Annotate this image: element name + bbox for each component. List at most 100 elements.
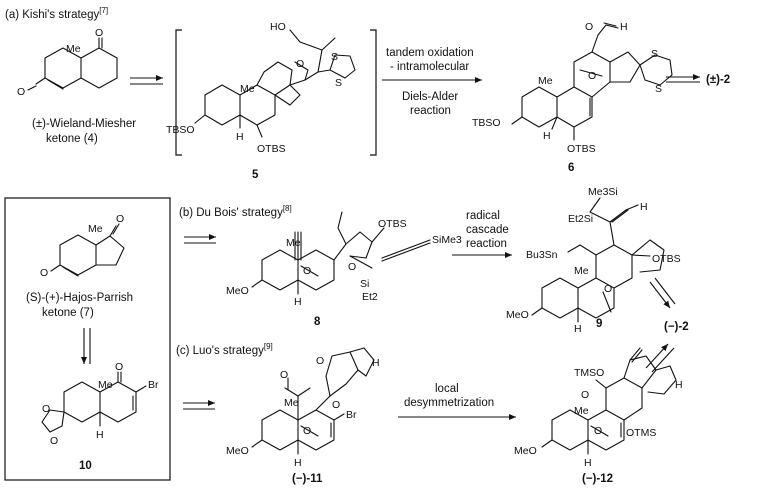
c4-me-label: Me — [66, 43, 81, 55]
compound-11-label: (−)-11 — [292, 473, 323, 485]
c10-me-label: Me — [98, 379, 113, 391]
bracket-5 — [175, 29, 377, 156]
c6-h-label: H — [543, 130, 551, 142]
c5-h-label: H — [236, 131, 244, 143]
c12-h2-label: H — [584, 457, 592, 469]
starting-material-box — [4, 197, 171, 481]
compound-7-name-line2: ketone (7) — [42, 307, 94, 319]
c12-bridge-o: O — [594, 425, 602, 437]
c10-ketal-o2: O — [50, 435, 58, 447]
compound-10-structure: Me O Br O O H — [41, 361, 159, 447]
arrow-6-to-2 — [666, 74, 700, 83]
c8-et2-label: Et2 — [362, 291, 378, 303]
arrow-12-to-2 — [645, 343, 675, 373]
arrow-a2-line2: - intramolecular — [390, 61, 469, 73]
c6-s1: S — [651, 48, 658, 60]
arrow-10-to-11 — [183, 400, 215, 410]
arrow-b2-line3: reaction — [466, 238, 507, 250]
c4-ketone-o: O — [95, 27, 103, 39]
c6-tbso-label: TBSO — [472, 117, 501, 129]
compound-9-label: 9 — [596, 318, 602, 330]
c8-h-label: H — [294, 296, 302, 308]
c6-otbs-label: OTBS — [567, 143, 596, 155]
section-c-label: (c) Luo's strategy[9] — [176, 342, 273, 357]
compound-5-label: 5 — [252, 169, 259, 181]
compound-8-structure: OTBS SiMe3 Si Et2 O Me O MeO H — [226, 211, 462, 308]
target-enantiopure-2: (−)-2 — [664, 321, 689, 333]
c5-otbs-label: OTBS — [257, 143, 286, 155]
c10-ketone-o: O — [115, 361, 123, 373]
arrow-7-to-8 — [184, 234, 216, 244]
c6-s2: S — [655, 83, 662, 95]
c6-aldehyde-h: H — [620, 21, 628, 33]
arrow-b2-line2: cascade — [466, 224, 509, 236]
c11-h-label: H — [372, 357, 380, 369]
c9-bridge-o: O — [604, 283, 612, 295]
c9-me-label: Me — [574, 265, 589, 277]
c5-ho-label: HO — [270, 21, 286, 33]
compound-5-structure: HO O S S Me TBSO H OTBS — [166, 21, 356, 155]
arrow-4-to-5 — [130, 75, 163, 85]
c8-meo-label: MeO — [226, 285, 249, 297]
section-b-label: (b) Du Bois' strategy[8] — [179, 204, 292, 219]
c8-bridge-o: O — [303, 265, 311, 277]
c8-otbs-label: OTBS — [378, 218, 407, 230]
c6-aldehyde-o: O — [585, 21, 593, 33]
c5-furan-o: O — [296, 58, 304, 70]
compound-9-structure: Me3Si H Et2Si OTBS Bu3Sn Me O MeO H — [506, 186, 681, 335]
compound-4-name-line2: ketone (4) — [46, 133, 98, 145]
c11-bridge-o: O — [303, 425, 311, 437]
c9-et2si-label: Et2Si — [568, 213, 593, 225]
target-racemic-2: (±)-2 — [706, 74, 730, 86]
arrow-c2-line2: desymmetrization — [404, 397, 494, 409]
arrow-a2-line3: Diels-Alder — [402, 91, 458, 103]
c10-ketal-o1: O — [42, 403, 50, 415]
c11-br-label: Br — [346, 409, 357, 421]
compound-6-label: 6 — [568, 162, 574, 174]
compound-4-structure: Me O O — [17, 27, 118, 98]
c11-h2-label: H — [294, 457, 302, 469]
c5-s1: S — [331, 51, 338, 63]
compound-4-name-line1: (±)-Wieland-Miesher — [32, 118, 136, 130]
compound-7-structure: Me O O — [40, 213, 125, 279]
c9-me3si-label: Me3Si — [588, 186, 618, 198]
c9-h-label: H — [574, 323, 582, 335]
c10-br-label: Br — [148, 379, 159, 391]
c9-vinyl-h: H — [640, 201, 648, 213]
arrow-a2-line4: reaction — [410, 105, 451, 117]
c11-me-label: Me — [284, 397, 299, 409]
c4-enone-o: O — [17, 86, 25, 98]
c8-sime3-label: SiMe3 — [432, 234, 462, 246]
compound-6-structure: O H O S S Me TBSO H OTBS — [472, 21, 673, 155]
c11-ketone-o2: O — [332, 399, 340, 411]
c10-h-label: H — [96, 429, 104, 441]
c11-ketone-o1: O — [316, 355, 324, 367]
compound-12-structure: TMSO H O Me O OTMS MeO H — [514, 347, 683, 469]
arrow-b2-line1: radical — [466, 210, 500, 222]
c11-meo-label: MeO — [226, 445, 249, 457]
compound-10-label: 10 — [79, 460, 92, 472]
c12-h-label: H — [675, 379, 683, 391]
c9-bu3sn-label: Bu3Sn — [526, 249, 558, 261]
arrow-7-to-10 — [81, 328, 91, 364]
arrow-9-to-2 — [649, 277, 676, 309]
c11-acetyl-o: O — [280, 369, 288, 381]
c5-s2: S — [335, 77, 342, 89]
c12-tmso-label: TMSO — [574, 367, 604, 379]
c12-otms-label: OTMS — [626, 427, 656, 439]
arrow-c2-line1: local — [435, 383, 459, 395]
c9-meo-label: MeO — [506, 309, 529, 321]
compound-12-label: (−)-12 — [582, 473, 613, 485]
c8-si-label: Si — [360, 278, 369, 290]
c6-me-label: Me — [538, 75, 553, 87]
c12-ketone-o: O — [581, 389, 589, 401]
c5-tbso-label: TBSO — [166, 124, 195, 136]
section-a-label: (a) Kishi's strategy[7] — [5, 6, 108, 21]
arrow-a2-line1: tandem oxidation — [386, 47, 474, 59]
c7-me-label: Me — [88, 223, 103, 235]
c8-ring-o: O — [348, 261, 356, 273]
c12-me-label: Me — [574, 405, 589, 417]
c6-bridge-o: O — [588, 70, 596, 82]
compound-11-structure: H O O O Me O Br MeO H — [226, 347, 380, 469]
